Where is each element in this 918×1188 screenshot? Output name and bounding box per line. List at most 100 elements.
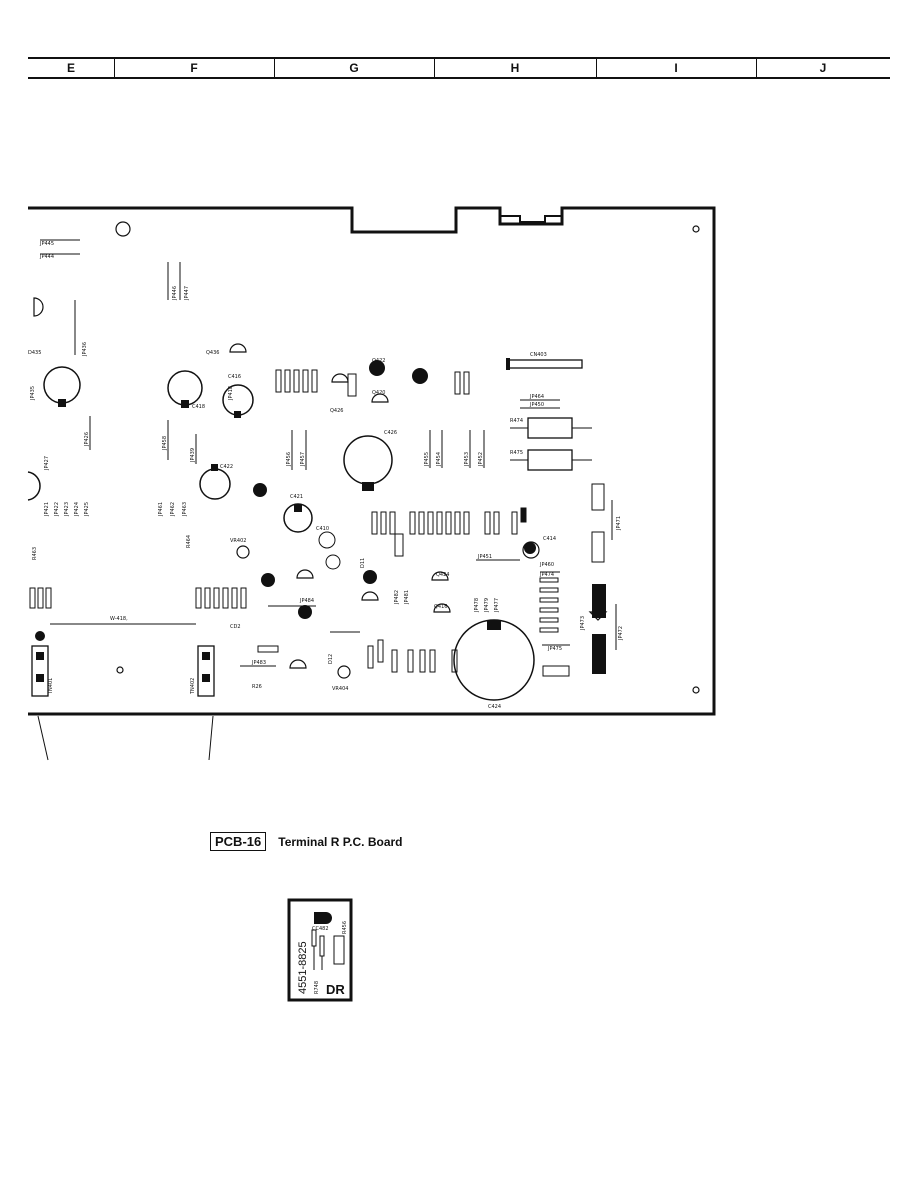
- component-c496: [257, 645, 279, 653]
- label-jp455: JP455: [424, 452, 430, 467]
- label-jp453: JP453: [464, 452, 470, 467]
- trimmer-vr404: [337, 665, 351, 679]
- label-jp463: JP463: [182, 502, 188, 517]
- resistor-row-left: [29, 587, 247, 609]
- label-jp472: JP472: [618, 626, 624, 641]
- trimmer-vr402: [236, 545, 250, 559]
- label-jp460: JP451: [477, 554, 492, 560]
- label-c418: C418: [192, 404, 205, 410]
- label-q422: Q422: [372, 358, 385, 364]
- label-r475: R475: [510, 450, 523, 456]
- mounting-hole: [692, 225, 700, 233]
- transistor-q424: [431, 571, 449, 581]
- label-c414: C414: [543, 536, 556, 542]
- component-q432: [592, 584, 606, 618]
- resistor-row-top: [275, 369, 470, 395]
- component-c406: [394, 533, 404, 557]
- label-c410: C410: [316, 526, 329, 532]
- label-jp482: JP482: [394, 590, 400, 605]
- resistor-row-bottom: [367, 639, 458, 673]
- label-r26: R26: [252, 684, 262, 690]
- label-jp423: JP423: [64, 502, 70, 517]
- mounting-hole: [115, 221, 131, 237]
- transistor-q422: [369, 360, 385, 376]
- grid-column-e: E: [66, 61, 75, 75]
- label-w418: W-418,: [110, 616, 128, 622]
- label-jp477: JP477: [494, 598, 500, 613]
- label-jp451: JP450: [529, 402, 544, 408]
- label-jp447: JP447: [184, 286, 190, 301]
- resistor-r475: [527, 449, 573, 471]
- transistor-q430: [412, 368, 428, 384]
- label-jp445: JP445: [39, 241, 54, 247]
- resistor-r474: [527, 417, 573, 439]
- transistor-q406: [363, 570, 377, 584]
- grid-column-g: G: [349, 61, 359, 75]
- grid-column-j: J: [819, 61, 827, 75]
- pcb-caption: PCB-16 Terminal R P.C. Board: [210, 832, 403, 851]
- label-jp436: JP436: [82, 342, 88, 357]
- mounting-hole: [116, 666, 124, 674]
- label-r474: R474: [510, 418, 523, 424]
- capacitor-c422: [199, 468, 231, 500]
- transistor-q410: [298, 605, 312, 619]
- capacitor-c417: [43, 366, 81, 404]
- transistor-q426: [331, 373, 349, 383]
- label-jp481: JP481: [404, 590, 410, 605]
- grid-divider: [274, 59, 275, 77]
- label-jp471: JP471: [616, 516, 622, 531]
- component-c412: [347, 373, 357, 397]
- label-jp454: JP454: [436, 452, 442, 467]
- component-q12: [35, 631, 45, 641]
- label-cn403: CN403: [530, 352, 547, 358]
- terminal-tn402: [197, 645, 215, 697]
- board-outline: [28, 206, 716, 716]
- component-jp480: [542, 665, 570, 677]
- capacitor-c424: [453, 619, 535, 701]
- resistor-stack-right: [539, 577, 559, 633]
- connector-cn403: [507, 359, 583, 369]
- label-cd2: CD2: [230, 624, 241, 630]
- grid-divider: [114, 59, 115, 77]
- grid-divider: [756, 59, 757, 77]
- label-q426: Q426: [330, 408, 343, 414]
- label-jp421: JP421: [44, 502, 50, 517]
- label-c424: C424: [488, 704, 501, 710]
- capacitor-c426: [343, 435, 393, 485]
- label-vr404: VR404: [332, 686, 348, 692]
- label-jp479: JP479: [484, 598, 490, 613]
- label-q416: Q416: [434, 604, 447, 610]
- capacitor-c410: [318, 531, 336, 549]
- transistor-q434: [253, 483, 267, 497]
- transistor-q435: [33, 297, 44, 317]
- label-jp418: JP418: [228, 386, 234, 401]
- component-q434: [591, 483, 605, 511]
- label-jp446: JP446: [172, 286, 178, 301]
- label-jp474: JP460: [539, 562, 554, 568]
- label-d11: D11: [360, 558, 366, 568]
- transistor-q420: [371, 393, 389, 403]
- label-jp435: JP435: [30, 386, 36, 401]
- label-jp461: JP461: [158, 502, 164, 517]
- label-c421: C421: [290, 494, 303, 500]
- label-jp425: JP425: [84, 502, 90, 517]
- label-jp483: JP483: [251, 660, 266, 666]
- label-jp458: JP458: [162, 436, 168, 451]
- label-q420: Q420: [372, 390, 385, 396]
- grid-divider: [434, 59, 435, 77]
- label-d12: D12: [328, 654, 334, 664]
- transistor-q436: [229, 343, 247, 353]
- pcb-tag: PCB-16: [210, 832, 267, 851]
- grid-column-i: I: [674, 61, 678, 75]
- mounting-hole: [692, 686, 700, 694]
- capacitor-c418: [167, 370, 203, 406]
- label-jp475: JP474: [539, 572, 554, 578]
- label-d435: D435: [28, 350, 41, 356]
- component-q428: [592, 634, 606, 674]
- grid-divider: [596, 59, 597, 77]
- terminal-tn401: [31, 645, 49, 697]
- label-q436: Q436: [206, 350, 219, 356]
- label-jp427: JP427: [44, 456, 50, 471]
- label-vr402: VR402: [230, 538, 246, 544]
